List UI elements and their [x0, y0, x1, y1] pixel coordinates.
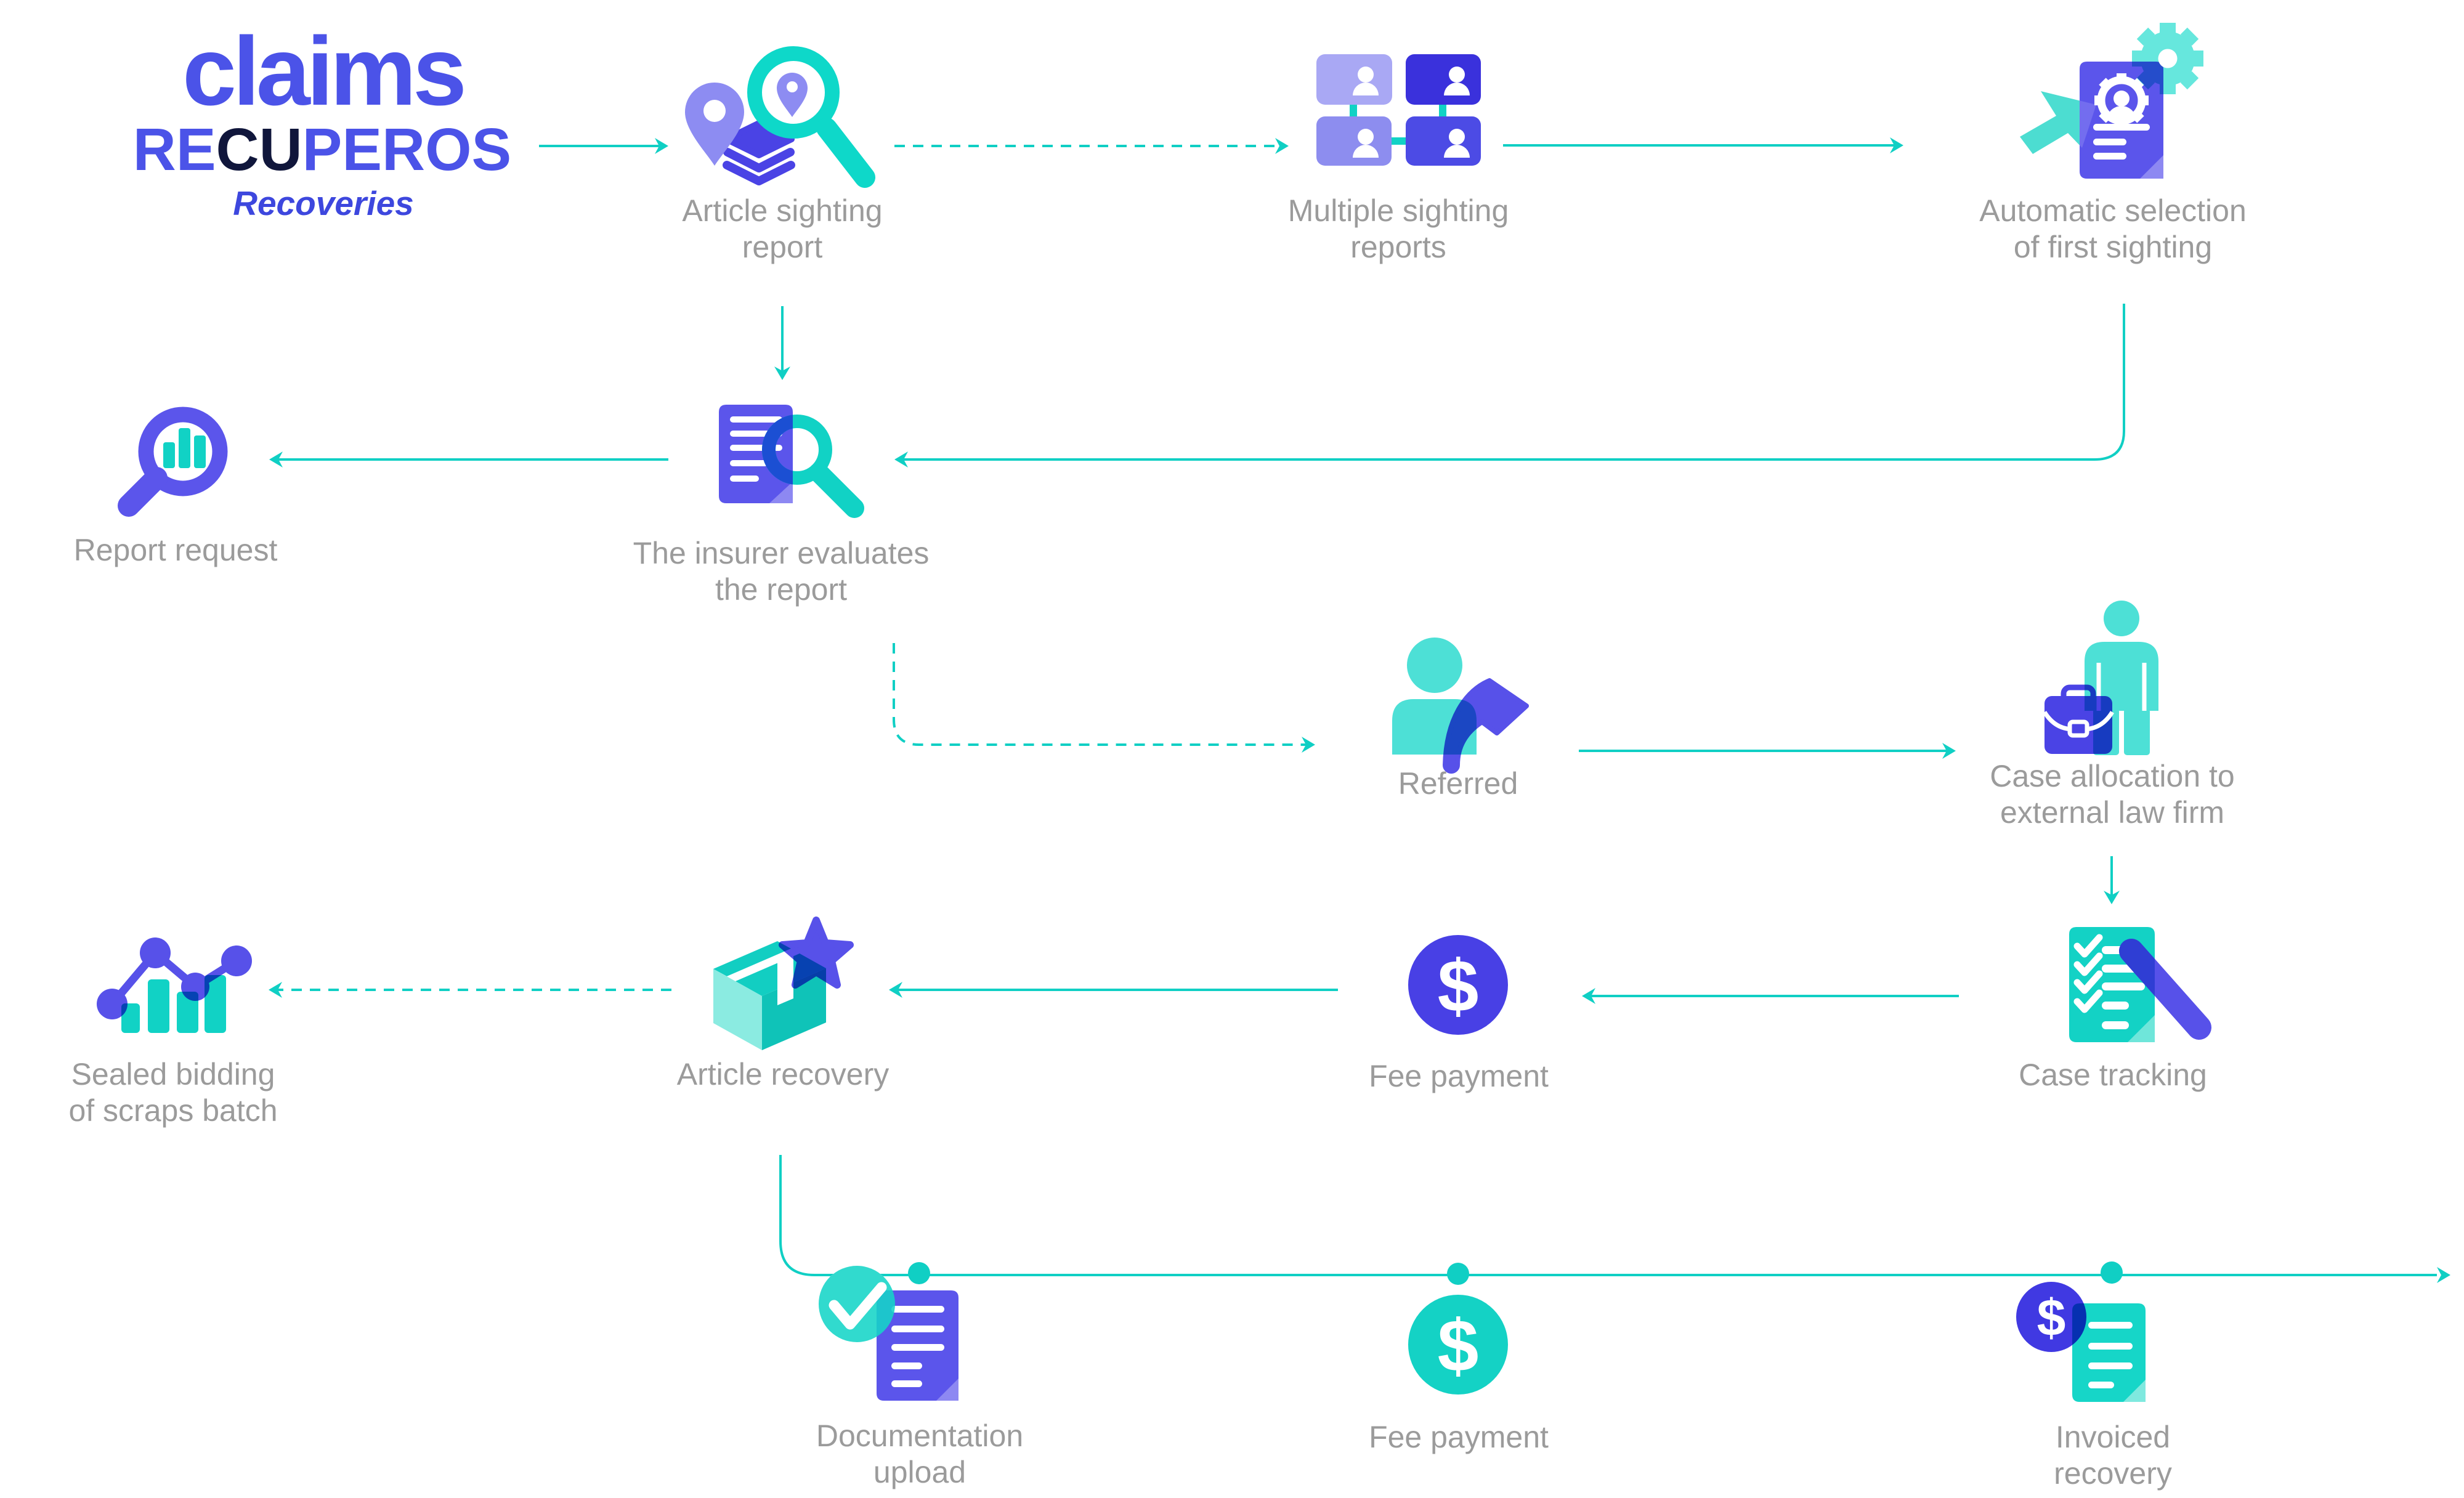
svg-text:The insurer evaluates: The insurer evaluates [633, 536, 930, 570]
svg-text:recovery: recovery [2054, 1456, 2172, 1491]
svg-text:$: $ [2037, 1289, 2066, 1346]
svg-text:of first sighting: of first sighting [2014, 230, 2212, 264]
svg-text:RECUPEROS: RECUPEROS [133, 116, 511, 183]
svg-text:Sealed bidding: Sealed bidding [71, 1057, 275, 1091]
svg-text:of scraps batch: of scraps batch [68, 1093, 277, 1128]
svg-text:external law firm: external law firm [2000, 795, 2224, 830]
svg-text:Referred: Referred [1398, 766, 1518, 801]
svg-text:$: $ [1438, 1305, 1479, 1387]
svg-text:the report: the report [715, 572, 847, 607]
svg-text:Recoveries: Recoveries [233, 184, 414, 222]
svg-text:Automatic selection: Automatic selection [1979, 193, 2247, 228]
svg-text:Multiple sighting: Multiple sighting [1288, 193, 1509, 228]
svg-text:upload: upload [873, 1455, 966, 1489]
svg-text:$: $ [1438, 945, 1479, 1027]
svg-text:Case tracking: Case tracking [2019, 1058, 2207, 1092]
svg-text:reports: reports [1350, 230, 1446, 264]
svg-text:Article recovery: Article recovery [677, 1057, 890, 1091]
svg-text:report: report [742, 230, 823, 264]
svg-text:Report request: Report request [74, 533, 278, 567]
svg-text:Fee payment: Fee payment [1369, 1420, 1549, 1454]
svg-text:Invoiced: Invoiced [2056, 1420, 2170, 1454]
svg-text:claims: claims [182, 17, 463, 126]
svg-text:Case allocation to: Case allocation to [1990, 759, 2234, 793]
svg-text:Article sighting: Article sighting [682, 193, 882, 228]
svg-text:Fee payment: Fee payment [1369, 1059, 1549, 1093]
svg-text:Documentation: Documentation [816, 1419, 1023, 1453]
